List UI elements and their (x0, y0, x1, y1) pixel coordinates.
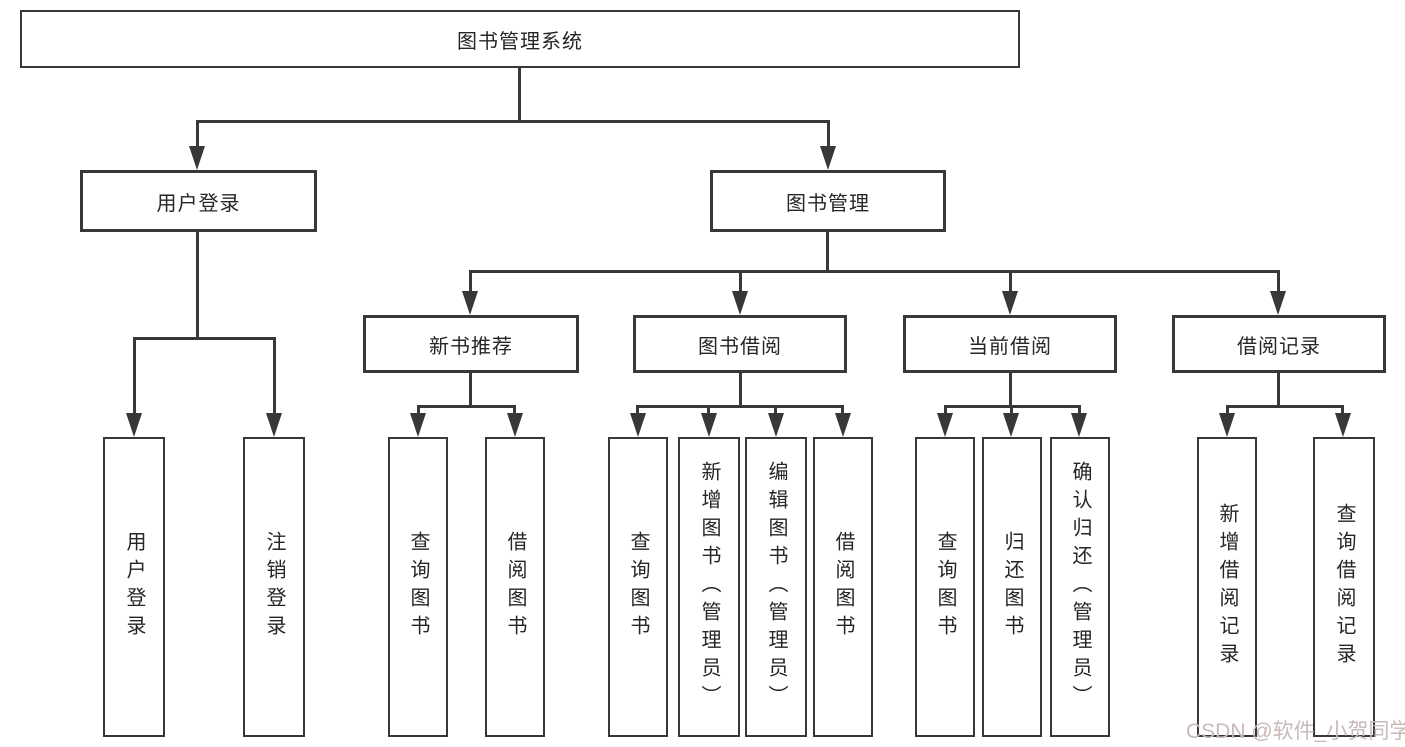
arrowhead-down-icon (937, 413, 953, 437)
node-new-books-label: 新书推荐 (429, 335, 513, 358)
arrowhead-down-icon (1002, 291, 1018, 315)
connector-book-management-line (827, 120, 830, 148)
leaf-current-confirm-admin: 确认归还（管理员） (1050, 437, 1110, 737)
leaf-borrow-book-label: 借阅图书 (832, 531, 854, 643)
connector-book-borrow-line (739, 270, 742, 291)
leaf-borrow-edit-admin-label: 编辑图书（管理员） (765, 461, 787, 713)
csdn-watermark: CSDN @软件_小贺同学 (1186, 720, 1405, 743)
connector-leaf-line (774, 405, 777, 413)
node-user-login-label: 用户登录 (156, 192, 241, 215)
connector-book-management-drop (826, 232, 829, 270)
connector-root-drop (518, 68, 521, 120)
connector-leaf-line (636, 405, 639, 413)
leaf-borrow-add-admin: 新增图书（管理员） (678, 437, 740, 737)
leaf-borrow-book: 借阅图书 (813, 437, 873, 737)
connector-new-books-drop (469, 373, 472, 405)
leaf-logout-label: 注销登录 (263, 531, 285, 643)
leaf-borrow-edit-admin: 编辑图书（管理员） (745, 437, 807, 737)
node-library-system: 图书管理系统 (20, 10, 1020, 68)
node-new-books: 新书推荐 (363, 315, 579, 373)
leaf-logout: 注销登录 (243, 437, 305, 737)
connector-borrow-records-drop (1277, 373, 1280, 405)
connector-level3-bus (469, 270, 1280, 273)
node-current-borrow: 当前借阅 (903, 315, 1117, 373)
arrowhead-down-icon (701, 413, 717, 437)
connector-user-login-bus (133, 337, 276, 340)
leaf-borrow-query: 查询图书 (608, 437, 668, 737)
leaf-current-confirm-admin-label: 确认归还（管理员） (1069, 461, 1091, 713)
node-book-borrow: 图书借阅 (633, 315, 847, 373)
node-borrow-records: 借阅记录 (1172, 315, 1386, 373)
arrowhead-down-icon (820, 146, 836, 170)
arrowhead-down-icon (462, 291, 478, 315)
leaf-user-login-label: 用户登录 (123, 531, 145, 643)
connector-level2-bus (196, 120, 830, 123)
connector-leaf-line (1226, 405, 1229, 413)
node-user-login: 用户登录 (80, 170, 317, 232)
leaf-current-return: 归还图书 (982, 437, 1042, 737)
leaf-newbooks-query-label: 查询图书 (407, 531, 429, 643)
arrowhead-down-icon (1071, 413, 1087, 437)
leaf-current-query: 查询图书 (915, 437, 975, 737)
leaf-newbooks-query: 查询图书 (388, 437, 448, 737)
connector-book-borrow-drop (739, 373, 742, 405)
arrowhead-down-icon (732, 291, 748, 315)
arrowhead-down-icon (1335, 413, 1351, 437)
connector-current-borrow-line (1009, 270, 1012, 291)
connector-book-borrow-bus (636, 405, 842, 408)
leaf-user-login: 用户登录 (103, 437, 165, 737)
node-book-management-label: 图书管理 (786, 192, 870, 215)
connector-leaf-line (1078, 405, 1081, 413)
arrowhead-down-icon (630, 413, 646, 437)
connector-leaf-line (133, 337, 136, 413)
arrowhead-down-icon (189, 146, 205, 170)
connector-leaf-line (273, 337, 276, 413)
node-current-borrow-label: 当前借阅 (968, 335, 1052, 358)
leaf-borrow-query-label: 查询图书 (627, 531, 649, 643)
leaf-records-query: 查询借阅记录 (1313, 437, 1375, 737)
node-book-borrow-label: 图书借阅 (698, 335, 782, 358)
node-library-system-label: 图书管理系统 (457, 30, 583, 53)
arrowhead-down-icon (1270, 291, 1286, 315)
connector-borrow-records-bus (1226, 405, 1344, 408)
leaf-newbooks-borrow: 借阅图书 (485, 437, 545, 737)
leaf-borrow-add-admin-label: 新增图书（管理员） (698, 461, 720, 713)
arrowhead-down-icon (835, 413, 851, 437)
arrowhead-down-icon (1219, 413, 1235, 437)
connector-new-books-line (469, 270, 472, 291)
arrowhead-down-icon (410, 413, 426, 437)
node-borrow-records-label: 借阅记录 (1237, 335, 1321, 358)
arrowhead-down-icon (266, 413, 282, 437)
connector-user-login-drop (196, 232, 199, 337)
connector-leaf-line (1010, 405, 1013, 413)
leaf-records-query-label: 查询借阅记录 (1333, 503, 1355, 671)
arrowhead-down-icon (1003, 413, 1019, 437)
arrowhead-down-icon (507, 413, 523, 437)
connector-current-borrow-drop (1009, 373, 1012, 405)
connector-leaf-line (841, 405, 844, 413)
leaf-records-add: 新增借阅记录 (1197, 437, 1257, 737)
connector-leaf-line (417, 405, 420, 413)
connector-leaf-line (1341, 405, 1344, 413)
connector-leaf-line (944, 405, 947, 413)
arrowhead-down-icon (768, 413, 784, 437)
leaf-current-query-label: 查询图书 (934, 531, 956, 643)
connector-leaf-line (707, 405, 710, 413)
leaf-newbooks-borrow-label: 借阅图书 (504, 531, 526, 643)
node-book-management: 图书管理 (710, 170, 946, 232)
connector-borrow-records-line (1277, 270, 1280, 291)
leaf-current-return-label: 归还图书 (1001, 531, 1023, 643)
connector-new-books-bus (417, 405, 516, 408)
arrowhead-down-icon (126, 413, 142, 437)
connector-user-login-line (196, 120, 199, 148)
connector-leaf-line (513, 405, 516, 413)
leaf-records-add-label: 新增借阅记录 (1216, 503, 1238, 671)
